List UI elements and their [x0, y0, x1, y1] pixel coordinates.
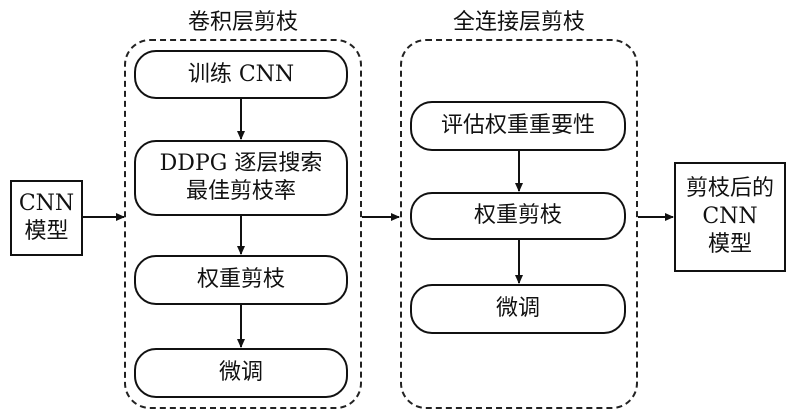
output-line2: CNN — [702, 204, 758, 229]
output-line3: 模型 — [707, 232, 752, 257]
output-line1: 剪枝后的 — [685, 176, 774, 201]
fc-group-title: 全连接层剪枝 — [452, 10, 585, 35]
input-cnn-model-box: CNN 模型 — [10, 180, 83, 256]
fc-group-box — [400, 39, 638, 409]
input-line2: 模型 — [24, 219, 69, 244]
output-pruned-model-box: 剪枝后的 CNN 模型 — [674, 162, 786, 272]
conv-step-ddpg-line2: 最佳剪枝率 — [185, 179, 296, 204]
conv-step-weight-prune: 权重剪枝 — [134, 255, 348, 305]
fc-step-evaluate: 评估权重重要性 — [410, 101, 626, 151]
conv-step-ddpg-line1: DDPG 逐层搜索 — [159, 151, 323, 176]
conv-group-title: 卷积层剪枝 — [187, 10, 298, 35]
conv-step-finetune: 微调 — [134, 348, 348, 398]
conv-step-train-label: 训练 CNN — [187, 61, 295, 87]
conv-group-box — [124, 39, 362, 409]
fc-step-weight-prune: 权重剪枝 — [410, 192, 626, 240]
conv-step-train: 训练 CNN — [134, 50, 348, 99]
fc-step-finetune: 微调 — [410, 284, 626, 334]
fc-step-prune-label: 权重剪枝 — [473, 203, 562, 228]
fc-step-finetune-label: 微调 — [495, 296, 540, 321]
input-line1: CNN — [18, 191, 75, 216]
conv-step-finetune-label: 微调 — [218, 360, 263, 385]
conv-step-ddpg-search: DDPG 逐层搜索 最佳剪枝率 — [134, 140, 348, 216]
conv-step-prune-label: 权重剪枝 — [196, 267, 285, 292]
fc-step-evaluate-label: 评估权重重要性 — [440, 113, 595, 138]
